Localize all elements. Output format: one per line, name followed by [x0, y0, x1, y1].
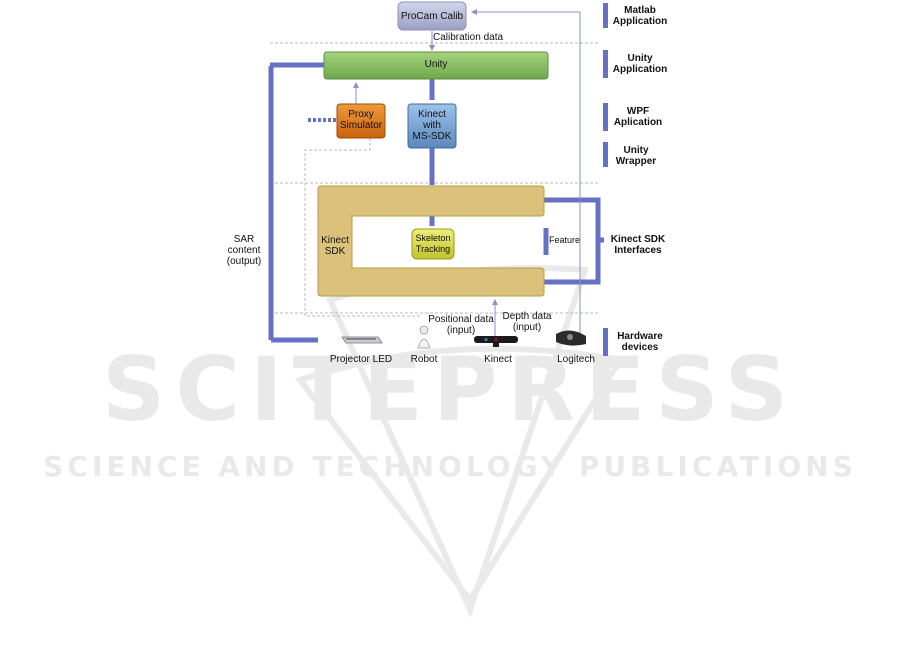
feature-text: Feature — [549, 235, 581, 245]
logitech-camera-icon — [556, 330, 586, 346]
positional-line2: (input) — [446, 325, 476, 336]
kinect-ms-sdk-label: Kinect with MS-SDK — [408, 109, 456, 142]
kinect-ms-sdk-box — [407, 103, 457, 149]
procam-calib-box — [397, 1, 467, 31]
kinect-ms-line2: with — [423, 120, 441, 131]
kinect-sensor-icon — [474, 336, 518, 347]
layer-hardware: Hardware devices — [609, 331, 671, 353]
proxy-simulator-label: Proxy Simulator — [337, 109, 385, 131]
watermark-title: SCITEPRESS — [102, 338, 798, 441]
device-projector-label: Projector LED — [326, 354, 396, 365]
sar-content-label: SAR content (output) — [218, 234, 270, 267]
layer-bars — [603, 3, 608, 356]
kinect-sdk-fill — [319, 187, 351, 295]
layer-unity-app: Unity Application — [609, 53, 671, 75]
sar-line2: content — [227, 245, 261, 256]
layer-wrapper-line2: Wrapper — [615, 156, 657, 167]
proxy-simulator-box — [336, 103, 386, 139]
layer-matlab: Matlab Application — [609, 5, 671, 27]
depth-line2: (input) — [512, 322, 542, 333]
procam-calib-label: ProCam Calib — [398, 11, 466, 22]
layer-wpf-line1: WPF — [626, 106, 650, 117]
layer-hardware-line2: devices — [621, 342, 659, 353]
kinect-sdk-line1: Kinect — [321, 235, 349, 246]
device-logitech-label: Logitech — [548, 354, 604, 365]
layer-unity-line1: Unity — [627, 53, 653, 64]
layer-hardware-line1: Hardware — [617, 331, 663, 342]
watermark: SCITEPRESS SCIENCE AND TECHNOLOGY PUBLIC… — [43, 265, 857, 619]
sar-line1: SAR — [233, 234, 255, 245]
layer-kinect-interfaces: Kinect SDK Interfaces — [606, 234, 670, 256]
layer-interfaces-line1: Kinect SDK — [610, 234, 666, 245]
projector-led-icon — [341, 336, 383, 344]
feature-label: Feature — [549, 235, 580, 246]
skeleton-tracking-label: Skeleton Tracking — [412, 233, 454, 255]
calibration-data-text: Calibration data — [433, 32, 504, 43]
kinect-sdk-label: Kinect SDK — [318, 235, 352, 257]
device-projector-text: Projector LED — [329, 354, 393, 365]
depth-data-label: Depth data (input) — [497, 311, 557, 333]
proxy-line1: Proxy — [348, 109, 374, 120]
layer-wpf: WPF Aplication — [607, 106, 669, 128]
layer-matlab-line2: Application — [612, 16, 668, 27]
device-kinect-label: Kinect — [476, 354, 520, 365]
layer-separators — [270, 42, 600, 317]
connectors — [268, 62, 604, 343]
layer-matlab-line1: Matlab — [624, 5, 656, 16]
positional-line1: Positional data — [428, 314, 494, 325]
proxy-dashed-path — [304, 138, 420, 317]
kinect-sdk-line2: SDK — [324, 246, 346, 257]
watermark-subtitle: SCIENCE AND TECHNOLOGY PUBLICATIONS — [43, 450, 857, 483]
layer-unity-line2: Application — [612, 64, 668, 75]
proxy-line2: Simulator — [339, 120, 383, 131]
layer-interfaces-line2: Interfaces — [614, 245, 662, 256]
skeleton-line1: Skeleton — [415, 233, 451, 243]
kinect-ms-line3: MS-SDK — [412, 131, 452, 142]
device-kinect-text: Kinect — [484, 354, 512, 365]
unity-text: Unity — [424, 59, 448, 70]
procam-calib-text: ProCam Calib — [400, 11, 464, 22]
layer-wrapper-line1: Unity — [623, 145, 649, 156]
layer-unity-wrapper: Unity Wrapper — [605, 145, 667, 167]
layer-wpf-line2: Aplication — [613, 117, 663, 128]
robot-icon — [417, 325, 431, 349]
calibration-data-label: Calibration data — [433, 32, 503, 43]
device-logitech-text: Logitech — [557, 354, 595, 365]
depth-line1: Depth data — [502, 311, 552, 322]
kinect-ms-line1: Kinect — [418, 109, 446, 120]
skeleton-tracking-box — [411, 228, 455, 260]
device-robot-label: Robot — [404, 354, 444, 365]
unity-box — [323, 51, 549, 80]
skeleton-line2: Tracking — [415, 244, 451, 254]
sar-line3: (output) — [226, 256, 262, 267]
positional-data-label: Positional data (input) — [423, 314, 499, 336]
thin-arrows — [353, 9, 581, 340]
unity-label: Unity — [324, 59, 548, 70]
device-robot-text: Robot — [410, 354, 438, 365]
